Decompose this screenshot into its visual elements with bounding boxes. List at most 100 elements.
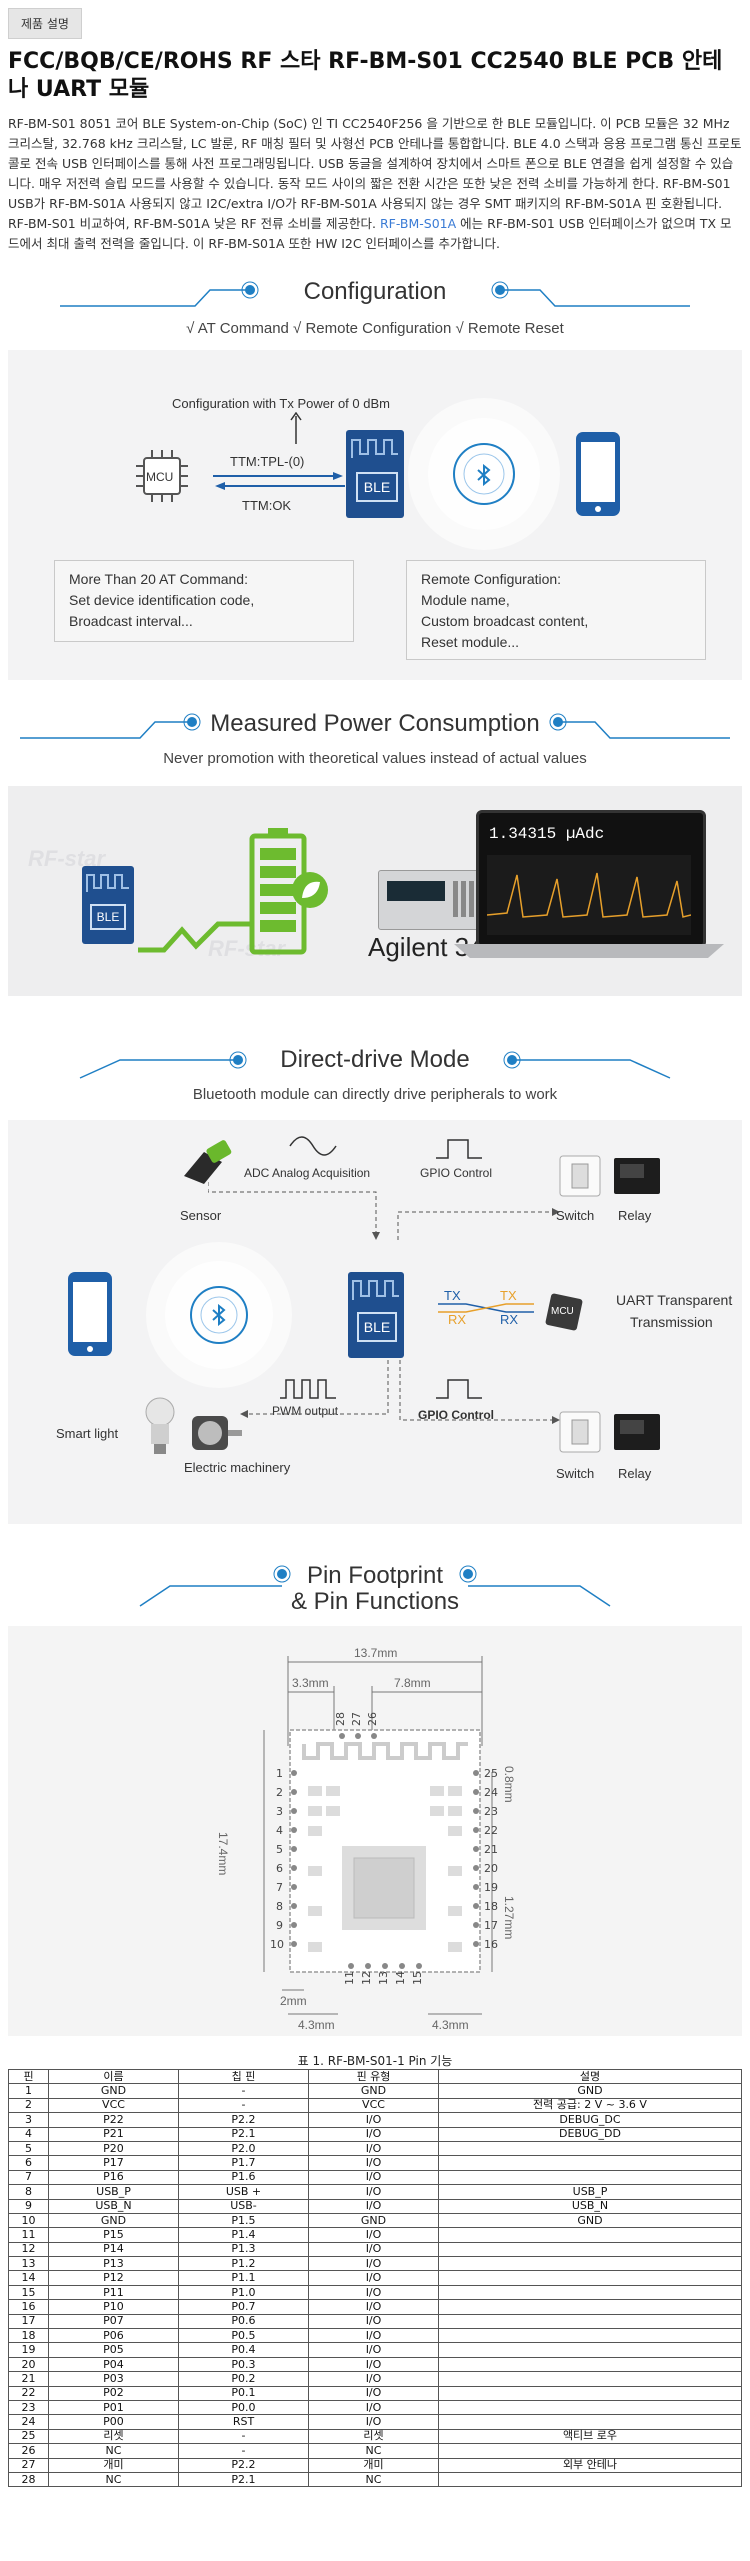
table-cell: P1.4 (178, 2227, 309, 2243)
laptop-screen: 1.34315 µAdc (476, 810, 706, 948)
table-cell: P1.0 (178, 2284, 309, 2301)
tab-product-description[interactable]: 제품 설명 (8, 8, 82, 39)
remote-config-line1: Remote Configuration: (421, 571, 562, 587)
svg-text:21: 21 (484, 1843, 498, 1856)
svg-text:19: 19 (484, 1881, 498, 1894)
electric-motor-icon (192, 1416, 242, 1450)
table-cell: GND (438, 2083, 742, 2099)
svg-text:24: 24 (484, 1786, 498, 1799)
remote-config-line2: Module name, (421, 592, 510, 608)
table-cell: 5 (8, 2140, 49, 2157)
bottom-right-label: 4.3mm (432, 2018, 469, 2032)
table-cell: I/O (308, 2299, 439, 2315)
table-cell: 3 (8, 2112, 49, 2128)
table-cell: P12 (48, 2270, 179, 2286)
table-cell: 10 (8, 2212, 49, 2229)
table-cell: P2.2 (178, 2457, 309, 2473)
table-cell: 25 (8, 2428, 49, 2445)
table-cell: P0.6 (178, 2313, 309, 2330)
table-cell: RST (178, 2414, 309, 2430)
table-cell: I/O (308, 2270, 439, 2286)
table-cell: 2 (8, 2097, 49, 2114)
table-cell (438, 2256, 742, 2272)
pwm-pulse-icon (280, 1379, 336, 1399)
table-cell: P0.3 (178, 2356, 309, 2373)
table-cell: USB_N (438, 2198, 742, 2214)
at-command-line2: Set device identification code, (69, 592, 255, 608)
svg-text:8: 8 (276, 1900, 283, 1913)
sensor-icon (184, 1140, 232, 1184)
table-cell: I/O (308, 2313, 439, 2330)
relay-label-bottom: Relay (618, 1466, 652, 1481)
height-right-label: 0.8mm (502, 1766, 516, 1803)
table-cell: 개미 (308, 2457, 439, 2473)
table-cell: 16 (8, 2299, 49, 2315)
table-cell: GND (48, 2212, 179, 2229)
table-cell: DEBUG_DD (438, 2126, 742, 2142)
table-cell: P06 (48, 2328, 179, 2344)
remote-config-line3: Custom broadcast content, (421, 613, 589, 629)
header-chip-pin: 칩 핀 (178, 2068, 309, 2085)
table-cell: P13 (48, 2256, 179, 2272)
svg-text:5: 5 (276, 1843, 283, 1856)
analog-wave-icon (289, 1136, 337, 1156)
table-cell: P0.7 (178, 2299, 309, 2315)
relay-icon (614, 1414, 660, 1450)
table-cell: NC (48, 2443, 179, 2459)
table-cell: I/O (308, 2342, 439, 2358)
table-cell: DEBUG_DC (438, 2112, 742, 2128)
table-cell: P2.0 (178, 2140, 309, 2157)
pcb-antenna-icon (86, 874, 129, 892)
table-cell: 15 (8, 2284, 49, 2301)
table-cell: I/O (308, 2371, 439, 2387)
table-cell: P07 (48, 2313, 179, 2330)
electric-machinery-label: Electric machinery (184, 1460, 291, 1475)
svg-text:4: 4 (276, 1824, 283, 1837)
table-cell: P21 (48, 2126, 179, 2142)
table-cell (438, 2155, 742, 2171)
svg-text:25: 25 (484, 1767, 498, 1780)
table-cell: P1.6 (178, 2169, 309, 2186)
table-cell: P1.2 (178, 2256, 309, 2272)
section-decoration (60, 281, 690, 307)
smartphone-icon (576, 432, 620, 516)
svg-text:12: 12 (360, 1971, 373, 1985)
mcu-label: MCU (146, 470, 174, 484)
table-cell (438, 2399, 742, 2416)
table-cell: 개미 (48, 2457, 179, 2473)
smart-light-label: Smart light (56, 1426, 119, 1441)
dashed-connectors-top (208, 1182, 560, 1240)
table-cell: P0.2 (178, 2371, 309, 2387)
svg-text:23: 23 (484, 1805, 498, 1818)
svg-text:11: 11 (343, 1971, 356, 1985)
table-cell: P1.3 (178, 2241, 309, 2258)
table-cell: NC (308, 2471, 439, 2488)
table-cell: I/O (308, 2198, 439, 2214)
table-cell: I/O (308, 2385, 439, 2401)
table-cell: 28 (8, 2471, 49, 2488)
table-cell (438, 2140, 742, 2157)
table-cell: P1.1 (178, 2270, 309, 2286)
mcu-chip-icon (545, 1293, 583, 1331)
table-cell (438, 2169, 742, 2186)
table-header-row: 핀 이름 칩 핀 핀 유형 설명 (8, 2068, 742, 2085)
table-cell: P17 (48, 2155, 179, 2171)
bluetooth-icon (212, 1304, 226, 1326)
command-arrows (213, 472, 345, 490)
table-cell: P03 (48, 2371, 179, 2387)
tx-power-label: Configuration with Tx Power of 0 dBm (172, 396, 390, 411)
rf-bm-s01a-link[interactable]: RF-BM-S01A (379, 216, 457, 231)
table-cell (438, 2227, 742, 2243)
header-name: 이름 (48, 2068, 179, 2085)
